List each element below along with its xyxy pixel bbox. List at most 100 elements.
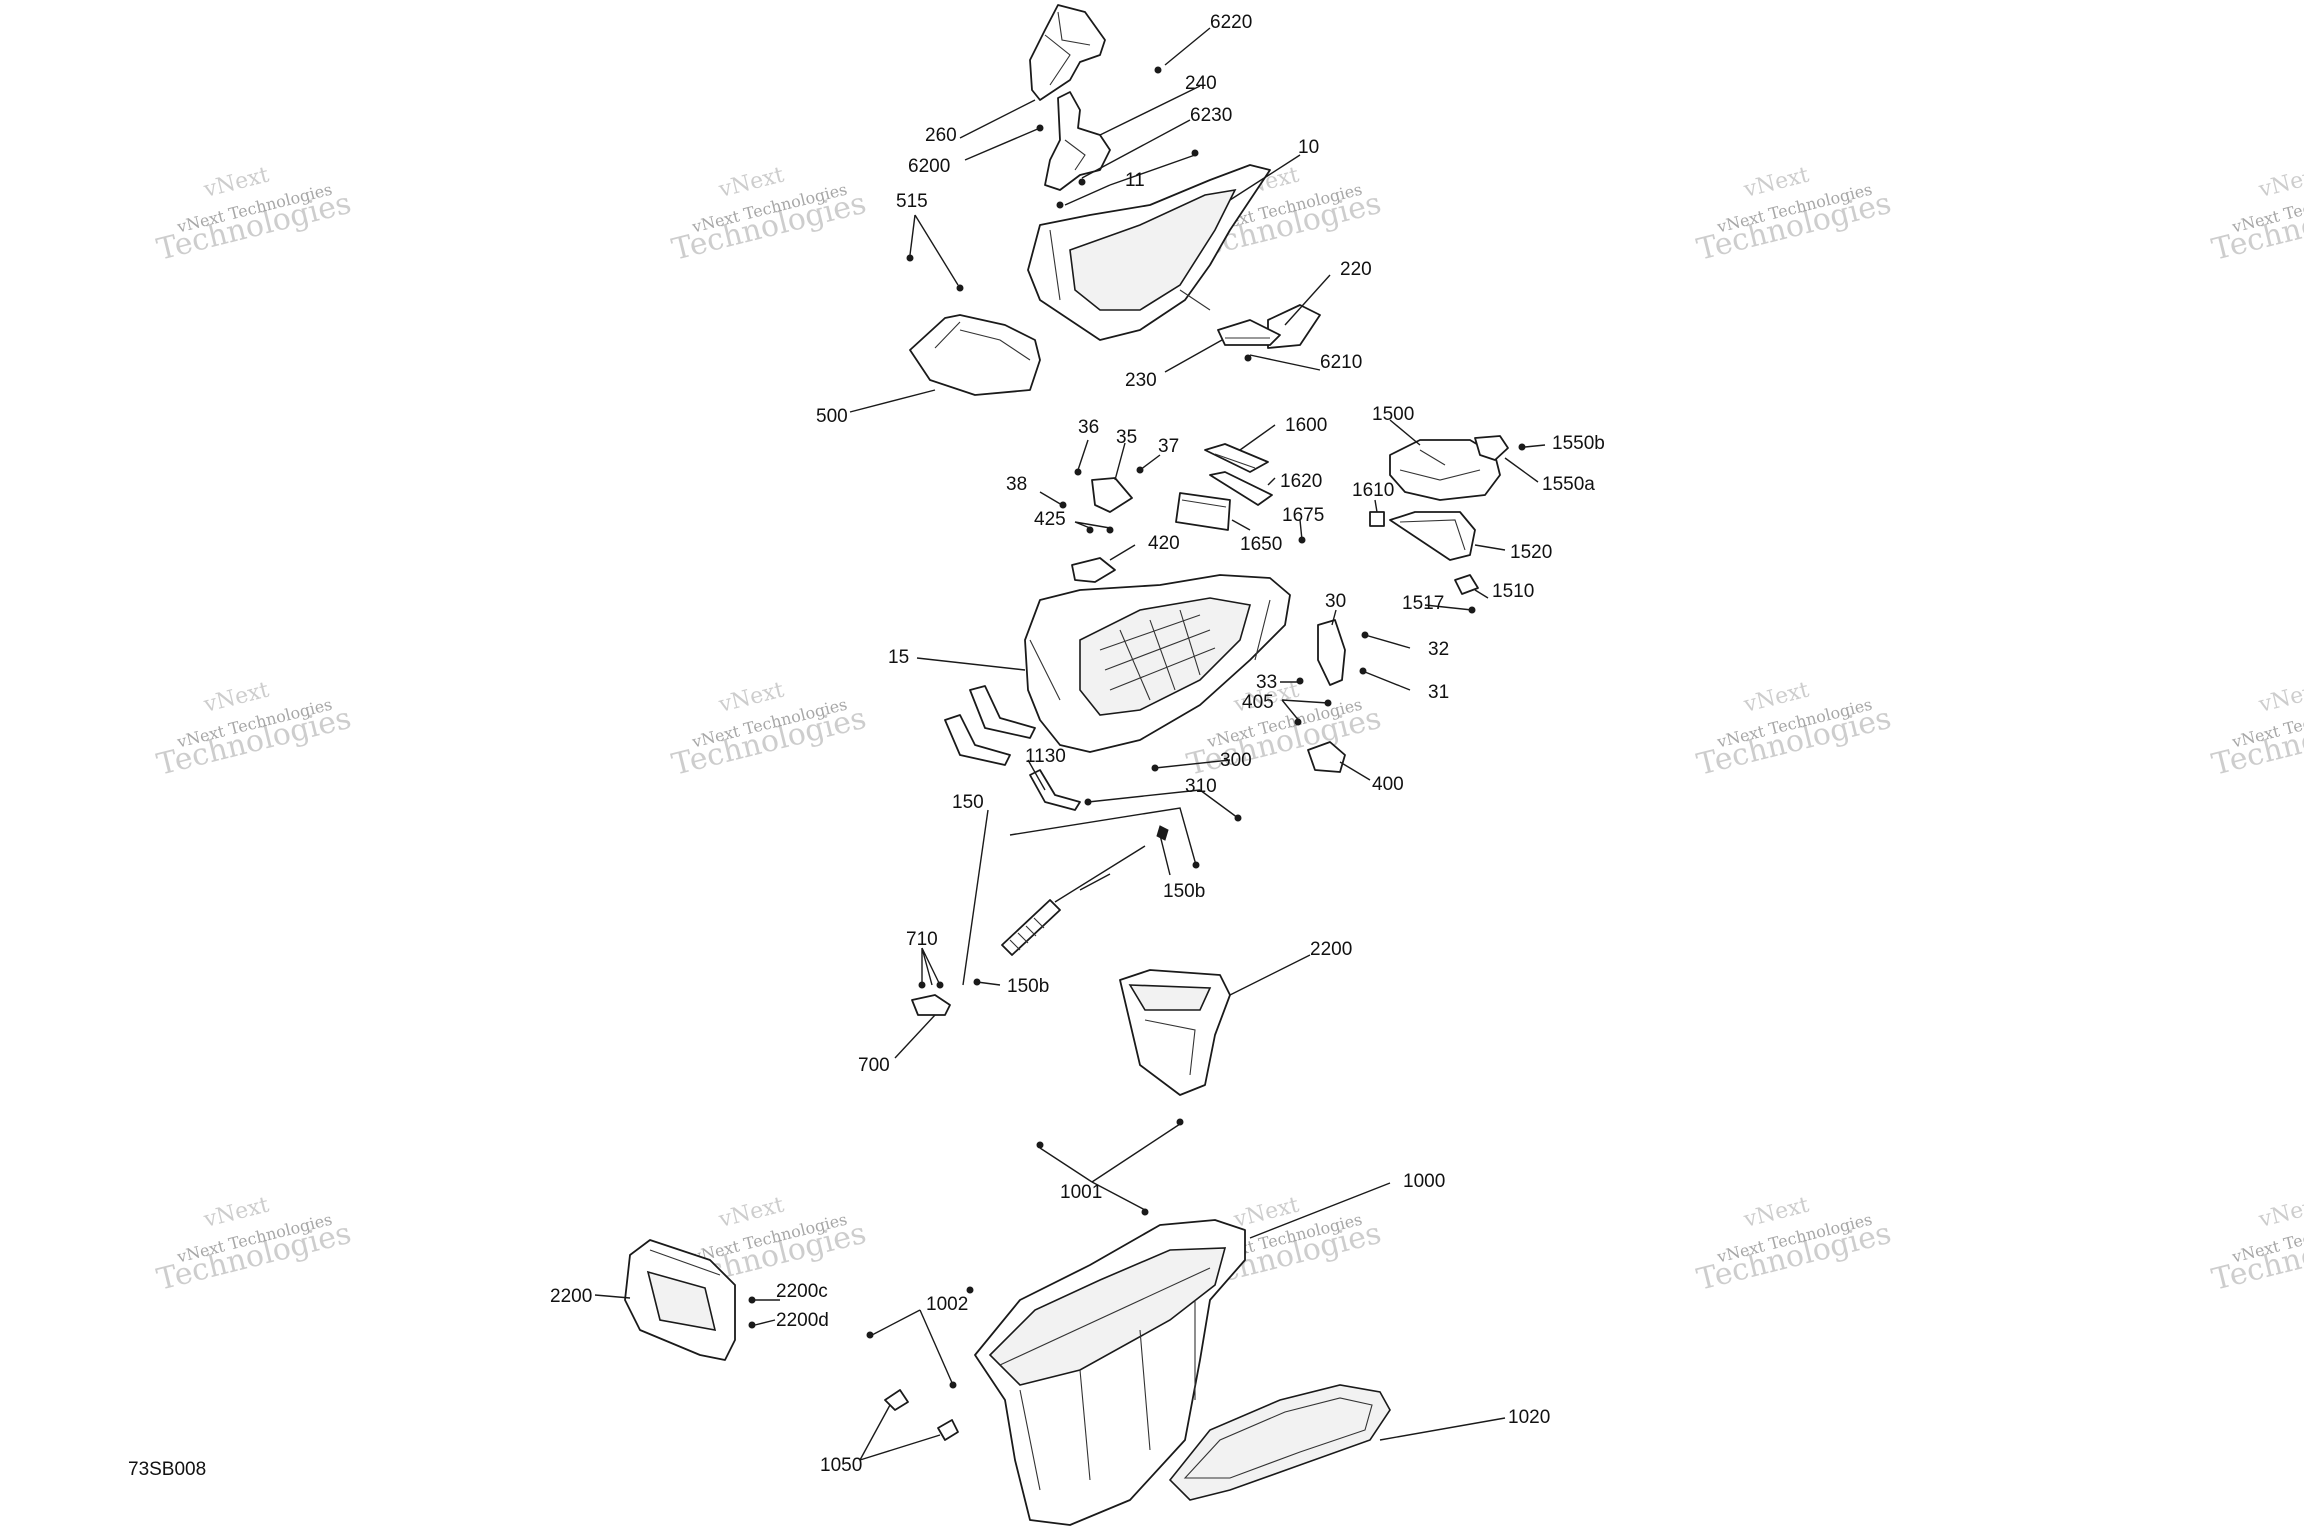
callout-1600: 1600 [1285,415,1327,436]
callout-labels: 6220 240 260 6230 6200 10 11 515 220 230… [550,12,1605,1476]
watermark: vNext Technologies vNext Technologies [153,1193,354,1298]
callout-1620: 1620 [1280,471,1322,492]
parts-layer [624,4,1526,1526]
watermark: vNext Technologies vNext Technologies [2208,163,2304,268]
callout-150b-lower: 150b [1007,976,1049,997]
callout-400: 400 [1372,774,1404,795]
callout-1000: 1000 [1403,1171,1445,1192]
callout-1650: 1650 [1240,534,1282,555]
svg-text:vNext: vNext [2256,1193,2304,1233]
callout-700: 700 [858,1055,890,1076]
part-500-front-cover [909,314,1041,396]
watermark: vNext Technologies vNext Technologies [668,163,869,268]
part-240-support-arm [1044,91,1111,191]
part-30-latch-bracket [1317,619,1346,686]
callout-500: 500 [816,406,848,427]
watermark-layer: vNext Technologies vNext Technologies vN… [153,163,2304,1298]
callout-1510: 1510 [1492,581,1534,602]
part-2200-storage-bin-upper [1119,969,1231,1096]
leader-lines [594,27,1546,1461]
callout-6210: 6210 [1320,352,1362,373]
callout-33: 33 [1256,672,1277,693]
watermark: vNext Technologies vNext Technologies [1693,1193,1894,1298]
part-1650-filter [1175,492,1231,531]
callout-15: 15 [888,647,909,668]
callout-30: 30 [1325,591,1346,612]
callout-260: 260 [925,125,957,146]
callout-405: 405 [1242,692,1274,713]
part-10-upper-frame [1027,164,1271,341]
part-230-cover [1217,319,1281,346]
callout-240: 240 [1185,73,1217,94]
callout-36: 36 [1078,417,1099,438]
watermark: vNext Technologies vNext Technologies [1693,163,1894,268]
callout-6220: 6220 [1210,12,1252,33]
callout-1050: 1050 [820,1455,862,1476]
part-1000-lower-tub [974,1219,1246,1526]
callout-1130: 1130 [1025,746,1066,767]
watermark: vNext Technologies vNext Technologies [153,163,354,268]
callout-310: 310 [1185,776,1217,797]
callout-1002: 1002 [926,1294,968,1315]
part-1020-gasket [1168,1384,1391,1501]
callout-1550a: 1550a [1542,474,1595,495]
callout-31: 31 [1428,682,1449,703]
callout-1550b: 1550b [1552,433,1605,454]
callout-420: 420 [1148,533,1180,554]
callout-35: 35 [1116,427,1137,448]
callout-515: 515 [896,191,928,212]
part-1510-latch [1454,574,1479,595]
svg-text:vNext: vNext [2256,678,2304,718]
callout-11: 11 [1125,170,1145,191]
callout-2200-lower: 2200 [550,1286,592,1307]
part-1600-grille [1204,443,1269,473]
callout-300: 300 [1220,750,1252,771]
part-700-latch-base [911,994,951,1016]
part-1550a-clip [1474,435,1509,461]
diagram-code: 73SB008 [128,1459,206,1480]
callout-32: 32 [1428,639,1449,660]
callout-38: 38 [1006,474,1027,495]
part-2200-storage-bin-lower [624,1239,736,1361]
watermark: vNext Technologies vNext Technologies [153,678,354,783]
callout-1020: 1020 [1508,1407,1550,1428]
part-220-panel [1267,304,1321,349]
callout-710: 710 [906,929,938,950]
fasteners [748,66,1526,1389]
callout-1517: 1517 [1402,593,1444,614]
part-31-pin [1359,667,1401,687]
callout-2200-upper: 2200 [1310,939,1352,960]
callout-1610: 1610 [1352,480,1394,501]
callout-1675: 1675 [1282,505,1324,526]
callout-1520: 1520 [1510,542,1552,563]
svg-text:vNext: vNext [2256,163,2304,203]
part-150-cable-assembly [1001,825,1169,956]
part-420-bracket [1071,557,1116,583]
callout-6200: 6200 [908,156,950,177]
part-1130-straps [944,685,1081,811]
callout-6230: 6230 [1190,105,1232,126]
callout-1500: 1500 [1372,404,1414,425]
part-1620-gasket [1209,471,1273,506]
callout-150b-upper: 150b [1163,881,1205,902]
part-15-main-tub [1024,574,1291,753]
part-1610-clip [1369,511,1385,527]
watermark: vNext Technologies vNext Technologies [668,678,869,783]
callout-425: 425 [1034,509,1066,530]
callout-1001: 1001 [1060,1182,1102,1203]
callout-10: 10 [1298,137,1319,158]
part-260-deflector [1029,4,1106,101]
part-1500-housing [1389,439,1501,501]
watermark: vNext Technologies vNext Technologies [2208,1193,2304,1298]
callout-2200d: 2200d [776,1310,829,1331]
part-35-bracket [1091,477,1133,513]
callout-150: 150 [952,792,984,813]
callout-2200c: 2200c [776,1281,828,1302]
part-1050-clips [884,1389,959,1441]
watermark: vNext Technologies vNext Technologies [2208,678,2304,783]
callout-230: 230 [1125,370,1157,391]
watermark: vNext Technologies vNext Technologies [1693,678,1894,783]
callout-37: 37 [1158,436,1179,457]
part-1520-gasket [1389,511,1476,561]
